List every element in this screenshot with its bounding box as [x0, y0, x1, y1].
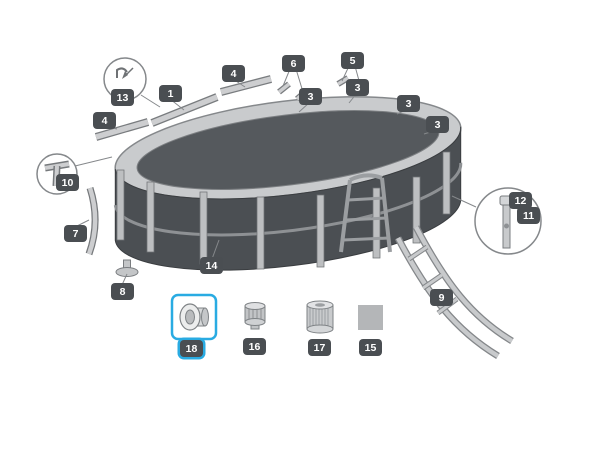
part-badge-8[interactable]: 8	[111, 283, 134, 300]
repair-patch-icon[interactable]	[358, 305, 383, 330]
vertical-support-part	[85, 186, 99, 256]
part-badge-3c[interactable]: 3	[397, 95, 420, 112]
valve-cap-icon[interactable]	[244, 302, 266, 330]
part-badge-7[interactable]: 7	[64, 225, 87, 242]
leg-foot-part	[115, 259, 139, 277]
part-badge-6[interactable]: 6	[282, 55, 305, 72]
part-badge-5[interactable]: 5	[341, 52, 364, 69]
part-badge-9[interactable]: 9	[430, 289, 453, 306]
part-badge-3b[interactable]: 3	[346, 79, 369, 96]
part-badge-10[interactable]: 10	[56, 174, 79, 191]
part-badge-18[interactable]: 18	[180, 340, 203, 357]
inlet-strainer-icon[interactable]	[179, 303, 209, 331]
part-badge-11[interactable]: 11	[517, 207, 540, 224]
part-badge-16[interactable]: 16	[243, 338, 266, 355]
part-badge-17[interactable]: 17	[308, 339, 331, 356]
part-badge-4b[interactable]: 4	[93, 112, 116, 129]
part-badge-3a[interactable]: 3	[299, 88, 322, 105]
part-badge-14[interactable]: 14	[200, 257, 223, 274]
pool-ladder-icon	[339, 173, 392, 253]
part-badge-15[interactable]: 15	[359, 339, 382, 356]
part-badge-4a[interactable]: 4	[222, 65, 245, 82]
part-badge-13[interactable]: 13	[111, 89, 134, 106]
pool-assembly	[113, 96, 463, 271]
ladder-part	[394, 225, 514, 359]
highlight-box	[170, 293, 218, 341]
filter-cartridge-icon[interactable]	[306, 300, 334, 334]
part-badge-3d[interactable]: 3	[426, 116, 449, 133]
part-badge-12[interactable]: 12	[509, 192, 532, 209]
part-badge-1[interactable]: 1	[159, 85, 182, 102]
